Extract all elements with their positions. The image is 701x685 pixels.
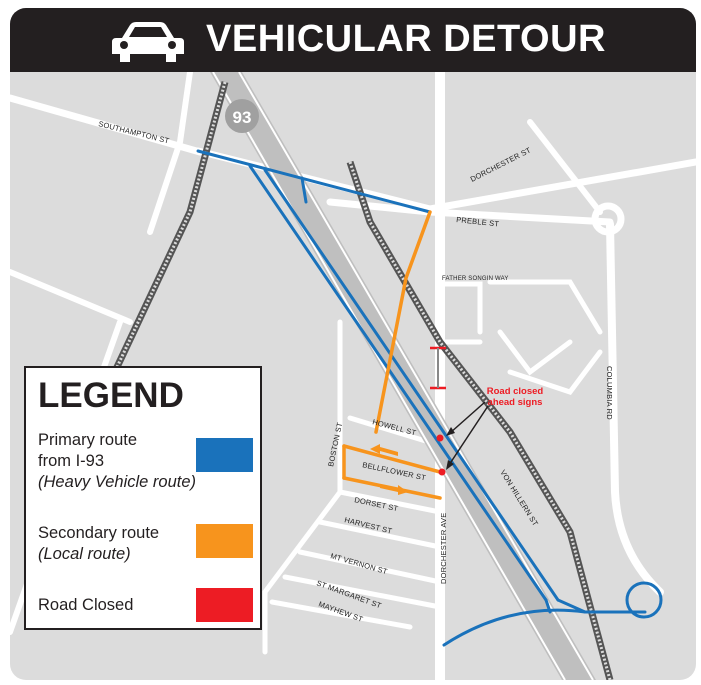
label-mt-vernon-st: MT VERNON ST bbox=[329, 551, 388, 576]
header-bar: VEHICULAR DETOUR bbox=[10, 8, 696, 72]
legend-panel: LEGEND Primary route from I-93 (Heavy Ve… bbox=[24, 366, 262, 630]
legend-closed-swatch bbox=[196, 588, 253, 622]
legend-closed-line1: Road Closed bbox=[38, 596, 134, 614]
legend-primary-line3: (Heavy Vehicle route) bbox=[38, 473, 197, 491]
legend-secondary-swatch bbox=[196, 524, 253, 558]
label-dorchester-ave: DORCHESTER AVE bbox=[439, 513, 448, 584]
label-southampton-st: SOUTHAMPTON ST bbox=[98, 119, 171, 145]
secondary-direction-arrows bbox=[370, 444, 408, 495]
legend-primary-text: Primary route from I-93 (Heavy Vehicle r… bbox=[38, 430, 196, 493]
legend-secondary-line1: Secondary route bbox=[38, 524, 160, 542]
i93-shield: 93 bbox=[225, 99, 259, 133]
legend-secondary-text: Secondary route (Local route) bbox=[38, 523, 159, 565]
car-icon bbox=[112, 22, 184, 62]
i93-highway bbox=[210, 72, 596, 680]
label-dorchester-st: DORCHESTER ST bbox=[469, 145, 533, 183]
primary-route bbox=[196, 149, 663, 647]
map-canvas: 93 bbox=[10, 72, 696, 680]
label-columbia-rd: COLUMBIA RD bbox=[605, 366, 614, 420]
label-bellflower-st: BELLFLOWER ST bbox=[362, 460, 427, 482]
legend-primary-line1: Primary route bbox=[38, 431, 138, 449]
legend-secondary-line2: (Local route) bbox=[38, 545, 131, 563]
legend-primary-swatch bbox=[196, 438, 253, 472]
label-preble-st: PREBLE ST bbox=[456, 215, 500, 228]
legend-title: LEGEND bbox=[38, 376, 184, 415]
annotation-arrows bbox=[446, 401, 489, 470]
road-closed-annotation-line1: Road closed bbox=[487, 386, 544, 397]
label-howell-st: HOWELL ST bbox=[371, 417, 417, 437]
detour-map-frame: VEHICULAR DETOUR bbox=[10, 8, 696, 680]
road-closed-markers bbox=[430, 346, 446, 476]
legend-primary-line2: from I-93 bbox=[38, 452, 105, 470]
label-father-songin-way: FATHER SONGIN WAY bbox=[442, 276, 509, 282]
road-closed-annotation-line2: ahead signs bbox=[488, 397, 543, 408]
page-title: VEHICULAR DETOUR bbox=[206, 18, 606, 60]
svg-text:93: 93 bbox=[233, 108, 252, 127]
